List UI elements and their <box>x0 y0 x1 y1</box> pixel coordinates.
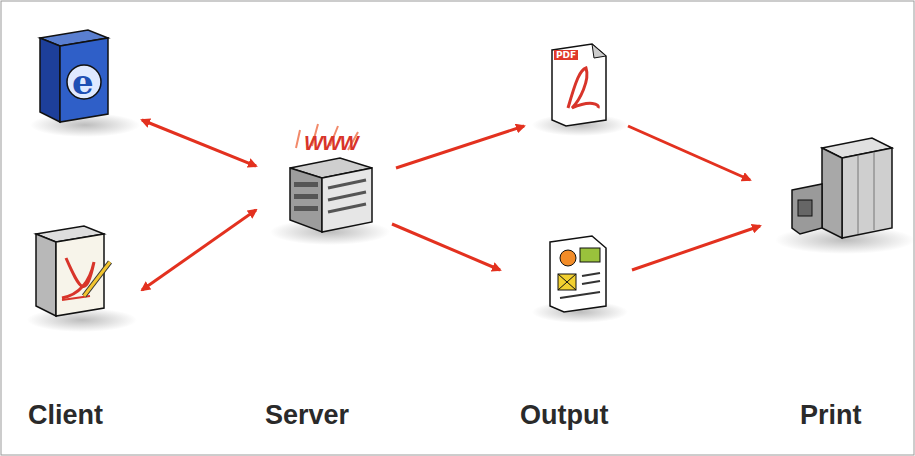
pdf-icon <box>552 44 606 126</box>
column-heading: Print <box>800 400 862 431</box>
document-icon <box>550 236 606 312</box>
editor-icon <box>36 226 110 316</box>
column-heading: Server <box>265 400 349 431</box>
icon-label: WWW <box>304 132 358 155</box>
printer-icon <box>792 138 892 238</box>
arrow <box>142 120 256 166</box>
column-heading: Output <box>520 400 608 431</box>
column-heading: Client <box>28 400 103 431</box>
svg-text:e: e <box>72 62 94 102</box>
server-icon <box>290 124 372 232</box>
arrow <box>396 126 524 168</box>
arrow <box>628 126 750 180</box>
icon-label: PDF <box>554 50 578 60</box>
browser-icon: e <box>40 30 108 122</box>
arrow <box>392 224 500 270</box>
arrow <box>142 210 256 290</box>
arrow <box>632 226 760 270</box>
